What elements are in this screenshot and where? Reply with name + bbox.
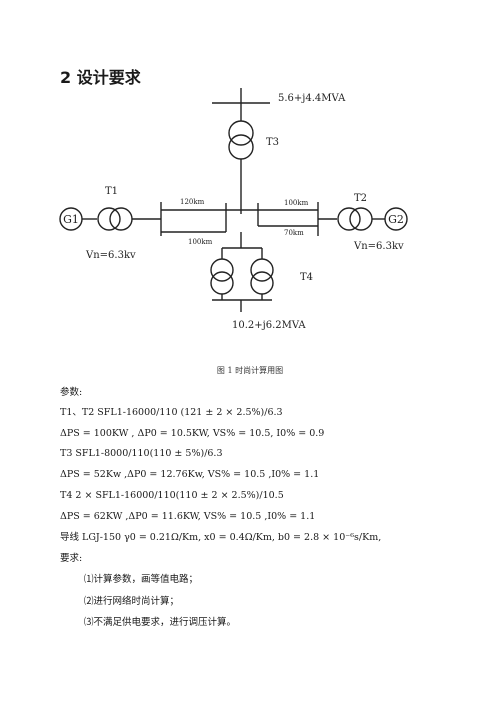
vn-right-label: Vn=6.3kv <box>353 241 404 252</box>
t2-label: T2 <box>354 193 367 204</box>
len-100km-right-label: 100km <box>284 199 309 207</box>
section-heading: 2 设计要求 <box>60 68 141 87</box>
len-100km-mid-label: 100km <box>188 238 213 246</box>
bottom-load-label: 10.2+j6.2MVA <box>232 320 306 331</box>
t2-winding-left <box>337 207 361 231</box>
t3-winding-lower <box>228 134 254 160</box>
t1-label: T1 <box>105 186 118 197</box>
requirement-1: ⑴计算参数，画等值电路； <box>84 574 199 585</box>
params-label: 参数: <box>60 387 83 398</box>
t1-t2-params: ΔPS = 100KW , ΔP0 = 10.5KW, VS% = 10.5, … <box>60 428 325 439</box>
t3-winding-upper <box>228 120 254 146</box>
figure-caption: 图 1 时尚计算用图 <box>216 366 284 375</box>
t4-params: ΔPS = 62KW ,ΔP0 = 11.6KW, VS% = 10.5 ,I0… <box>60 511 316 522</box>
t1-winding-right <box>109 207 133 231</box>
len-120km-label: 120km <box>180 198 205 206</box>
t4b-winding-lower <box>250 271 274 295</box>
requirement-2: ⑵进行网络时尚计算； <box>84 596 180 607</box>
top-load-label: 5.6+j4.4MVA <box>278 93 346 104</box>
t4-label: T4 <box>300 272 313 283</box>
t3-spec: T3 SFL1-8000/110(110 ± 5%)/6.3 <box>60 448 223 459</box>
len-70km-label: 70km <box>284 229 304 237</box>
requirement-3: ⑶不满足供电要求，进行调压计算。 <box>84 617 237 628</box>
t3-label: T3 <box>266 137 279 148</box>
t3-params: ΔPS = 52Kw ,ΔP0 = 12.76Kw, VS% = 10.5 ,I… <box>60 469 320 480</box>
t4-spec: T4 2 × SFL1-16000/110(110 ± 2 × 2.5%)/10… <box>60 490 284 501</box>
requirements-label: 要求: <box>60 553 83 564</box>
t1-t2-spec: T1、T2 SFL1-16000/110 (121 ± 2 × 2.5%)/6.… <box>60 407 283 418</box>
t4a-winding-lower <box>210 271 234 295</box>
g2-generator <box>384 207 408 231</box>
t1-winding-left <box>97 207 121 231</box>
vn-left-label: Vn=6.3kv <box>85 250 136 261</box>
conductor-spec: 导线 LGJ-150 γ0 = 0.21Ω/Km, x0 = 0.4Ω/Km, … <box>60 532 382 543</box>
power-network-diagram: 5.6+j4.4MVA T3 G1 T1 Vn=6.3kv 120km 100k… <box>59 88 408 331</box>
t4a-winding-upper <box>210 258 234 282</box>
g1-label: G1 <box>63 213 79 226</box>
t4b-winding-upper <box>250 258 274 282</box>
t2-winding-right <box>349 207 373 231</box>
g2-label: G2 <box>388 213 404 226</box>
